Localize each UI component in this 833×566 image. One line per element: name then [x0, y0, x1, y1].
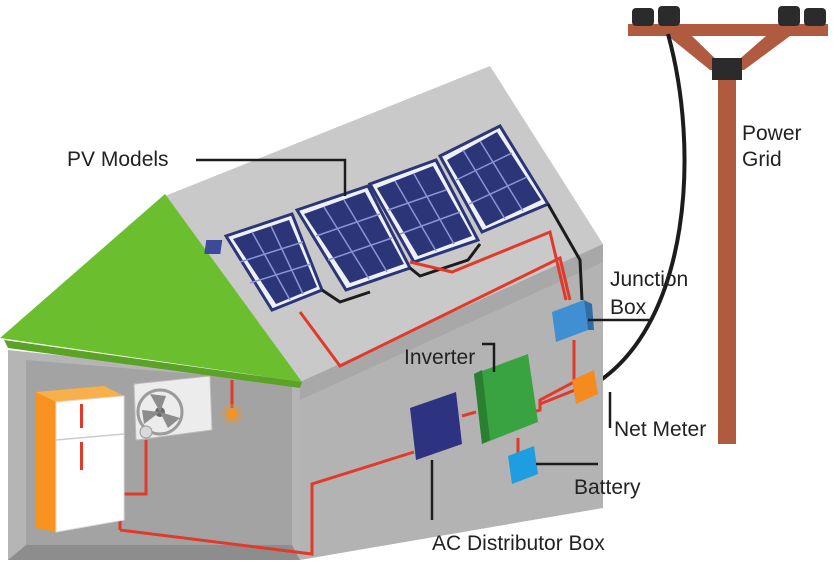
- junction-box: [552, 300, 594, 342]
- grid-cable: [596, 33, 687, 384]
- power-grid-pole: [596, 6, 828, 444]
- pole-crossarm: [628, 24, 828, 36]
- inverter-to-netmeter: [539, 386, 581, 406]
- panel-link-black-2: [409, 243, 482, 278]
- net-meter-label: Net Meter: [614, 418, 706, 441]
- junction-box-label-line2: Box: [610, 296, 647, 319]
- floor: [8, 545, 300, 560]
- pv-panel-1: [204, 212, 324, 312]
- pv-models-label: PV Models: [67, 148, 169, 171]
- fan-icon: [136, 388, 184, 439]
- power-grid-label-line1: Power: [742, 122, 802, 145]
- pole-bracket: [712, 58, 742, 80]
- power-grid-label-line2: Grid: [742, 148, 782, 171]
- junction-box-label-line1: Junction: [610, 268, 688, 291]
- panel-link-black-1: [321, 288, 371, 304]
- net-meter: [572, 370, 598, 404]
- roof-to-junction-black: [546, 203, 584, 301]
- roof-gable-green: [0, 194, 302, 382]
- inverter-unit: [474, 354, 538, 444]
- acbox-to-floor: [119, 450, 415, 556]
- pv-cell-grid: [239, 140, 528, 301]
- pole-brace-right: [727, 36, 790, 70]
- light-bulb-icon: [222, 404, 242, 424]
- inverter-leader: [482, 342, 496, 372]
- battery-label: Battery: [574, 476, 641, 499]
- battery-unit: [508, 446, 538, 484]
- inverter-to-acbox: [461, 410, 477, 418]
- callout-lines: [196, 158, 650, 520]
- ac-distributor-box-label: AC Distributor Box: [432, 532, 605, 555]
- pv-models-leader: [196, 158, 347, 196]
- pv-panels: [204, 124, 551, 312]
- fridge: [36, 386, 125, 533]
- pole-post: [718, 70, 736, 444]
- roof-to-junction-red-1: [298, 255, 572, 368]
- inverter-label: Inverter: [404, 346, 475, 369]
- roof-to-junction-red-2: [409, 229, 568, 301]
- ac-distributor-box-unit: [410, 392, 462, 460]
- pole-insulators: [632, 6, 826, 26]
